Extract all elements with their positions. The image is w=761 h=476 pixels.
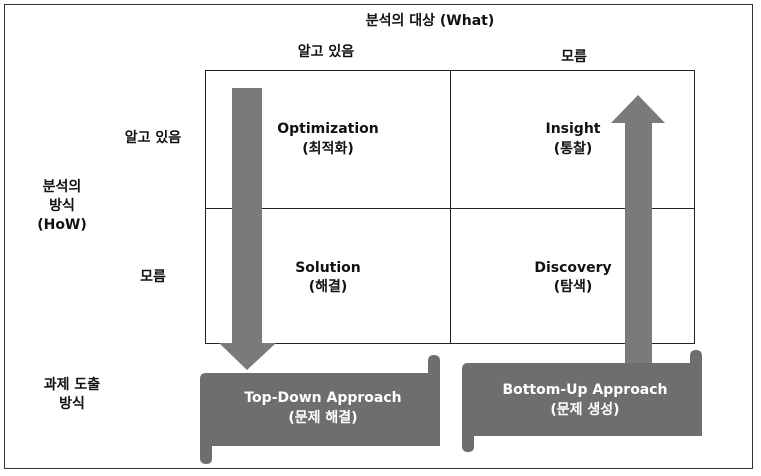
column-header-unknown: 모름 xyxy=(561,49,587,65)
top-down-banner xyxy=(200,355,440,464)
top-down-approach-title: Top-Down Approach xyxy=(244,390,402,406)
quadrant-optimization-title: Optimization xyxy=(277,121,379,137)
column-header-known: 알고 있음 xyxy=(297,44,355,60)
bottom-up-banner xyxy=(462,350,702,452)
what-axis-title: 분석의 대상 (What) xyxy=(365,13,495,29)
derivation-method-label-line2: 방식 xyxy=(59,396,85,412)
row-header-known: 알고 있음 xyxy=(124,130,182,146)
bottom-up-approach-subtitle: (문제 생성) xyxy=(550,402,620,418)
grid-vertical-divider xyxy=(450,70,451,344)
top-down-approach-subtitle: (문제 해결) xyxy=(288,410,358,426)
quadrant-discovery-title: Discovery xyxy=(534,260,612,276)
quadrant-insight-title: Insight xyxy=(545,121,601,137)
quadrant-solution-title: Solution xyxy=(295,260,361,276)
quadrant-solution-subtitle: (해결) xyxy=(308,279,348,295)
quadrant-optimization-subtitle: (최적화) xyxy=(302,141,354,157)
grid-horizontal-divider xyxy=(205,208,695,209)
how-axis-title-line2: 방식 xyxy=(49,198,75,214)
bottom-up-approach-title: Bottom-Up Approach xyxy=(502,382,668,398)
quadrant-insight-subtitle: (통찰) xyxy=(553,141,593,157)
derivation-method-label-line1: 과제 도출 xyxy=(43,377,101,393)
how-axis-title-line3: (HoW) xyxy=(37,217,87,233)
quadrant-discovery-subtitle: (탐색) xyxy=(553,279,593,295)
bottom-up-arrow xyxy=(611,95,665,366)
diagram-frame xyxy=(4,4,753,469)
top-down-arrow xyxy=(219,88,276,370)
row-header-unknown: 모름 xyxy=(140,269,166,285)
how-axis-title-line1: 분석의 xyxy=(42,179,82,195)
